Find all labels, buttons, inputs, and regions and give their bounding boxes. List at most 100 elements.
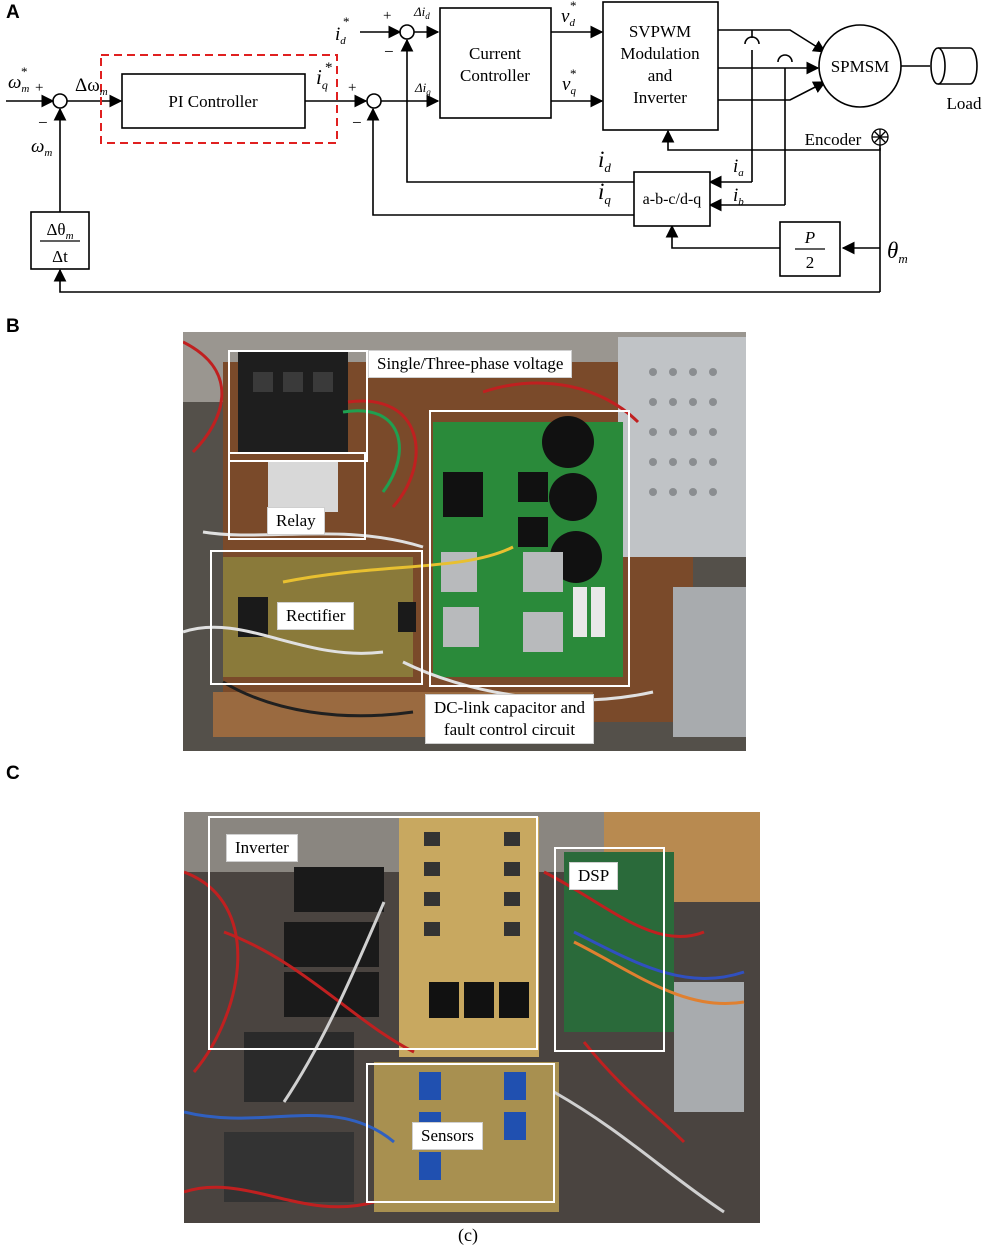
derivative-numerator-sub: m xyxy=(66,230,74,242)
dc-link-label-line2: fault control circuit xyxy=(443,720,576,739)
dc-link-box xyxy=(429,410,630,687)
sum2-minus: − xyxy=(352,113,362,132)
svpwm-label-3: and xyxy=(648,66,673,85)
id-feedback-sub: d xyxy=(604,160,611,175)
spmsm-motor xyxy=(818,24,902,108)
svg-text:Δθm: Δθm xyxy=(46,220,73,242)
svg-text:id: id xyxy=(598,147,611,175)
theta-symbol: θ xyxy=(887,238,898,263)
id-ref-sub: d xyxy=(340,35,346,47)
panel-a-letter: A xyxy=(6,2,20,23)
omega-ref-symbol: ω xyxy=(8,72,21,93)
encoder-label: Encoder xyxy=(805,130,862,149)
svg-text:θm: θm xyxy=(887,238,908,266)
svg-text:ia: ia xyxy=(733,156,744,179)
abc-dq-transform-block xyxy=(633,171,711,227)
rectifier-box xyxy=(210,550,423,685)
delta-omega-sub: m xyxy=(100,86,108,98)
svg-text:Δid: Δid xyxy=(413,4,430,21)
svg-text:ωm: ωm xyxy=(31,136,52,159)
ib-sub: b xyxy=(738,196,744,208)
control-block-diagram: PI Controller Current Controller SVPWM M… xyxy=(6,0,982,293)
delta-iq-symbol: Δi xyxy=(414,80,427,95)
vq-sub: q xyxy=(570,85,576,97)
figure-caption: (c) xyxy=(458,1225,478,1245)
svg-text:Δiq: Δiq xyxy=(414,80,431,97)
current-controller-label-2: Controller xyxy=(460,66,530,85)
id-sum-junction xyxy=(399,24,415,40)
svg-text:vq: vq xyxy=(562,74,576,97)
delta-id-sub: d xyxy=(425,11,430,21)
spmsm-label: SPMSM xyxy=(831,57,890,76)
svg-text:vd: vd xyxy=(561,6,575,29)
derivative-denominator: Δt xyxy=(52,247,68,266)
svpwm-label-1: SVPWM xyxy=(629,22,691,41)
iq-ref-symbol: i xyxy=(316,65,322,89)
id-feedback-symbol: i xyxy=(598,147,604,172)
dc-link-label: DC-link capacitor and fault control circ… xyxy=(425,694,595,744)
panel-b-letter: B xyxy=(6,316,20,337)
svpwm-block xyxy=(602,1,719,131)
pi-controller-label: PI Controller xyxy=(168,92,258,111)
iq-sum-junction xyxy=(366,93,382,109)
iq-ref-star: * xyxy=(325,60,333,76)
delta-omega-symbol: Δω xyxy=(75,75,100,96)
load-cylinder xyxy=(930,47,978,85)
derivative-numerator: Δθ xyxy=(46,220,65,239)
omega-fb-symbol: ω xyxy=(31,136,44,157)
sum3-plus: + xyxy=(383,8,391,24)
breaker-box xyxy=(228,350,368,462)
speed-sum-junction xyxy=(52,93,68,109)
power-stage-photo: Single/Three-phase voltage Relay Rectifi… xyxy=(183,332,746,751)
load-label: Load xyxy=(947,94,982,113)
voltage-label: Single/Three-phase voltage xyxy=(368,350,573,378)
sum1-minus: − xyxy=(38,113,48,132)
vq-symbol: v xyxy=(562,74,571,95)
svg-text:iq: iq xyxy=(598,179,611,207)
pi-highlight-dashed-box xyxy=(100,54,338,144)
relay-box xyxy=(228,452,366,540)
rectifier-label: Rectifier xyxy=(277,602,355,630)
pi-controller-block xyxy=(121,73,306,129)
sensors-box xyxy=(366,1063,555,1203)
vd-symbol: v xyxy=(561,6,570,27)
inverter-label: Inverter xyxy=(226,834,298,862)
vd-star: * xyxy=(570,0,577,13)
svg-text:ib: ib xyxy=(733,185,744,208)
transform-label: a-b-c/d-q xyxy=(643,191,702,208)
encoder-icon xyxy=(871,128,889,146)
dsp-label: DSP xyxy=(569,862,619,890)
omega-fb-sub: m xyxy=(44,147,52,159)
id-ref-star: * xyxy=(343,14,350,29)
svg-text:iq: iq xyxy=(316,65,328,92)
svg-text:Δωm: Δωm xyxy=(75,75,108,98)
ia-sub: a xyxy=(738,167,744,179)
svg-text:id: id xyxy=(335,24,346,47)
relay-label: Relay xyxy=(267,507,325,535)
delta-id-symbol: Δi xyxy=(413,4,426,19)
delta-iq-sub: q xyxy=(426,87,431,97)
current-controller-label-1: Current xyxy=(469,44,521,63)
svg-text:ωm: ωm xyxy=(8,72,29,95)
sum1-plus: + xyxy=(35,80,43,96)
ia-symbol: i xyxy=(733,156,738,177)
current-controller-block xyxy=(439,7,552,119)
sensors-label: Sensors xyxy=(412,1122,483,1150)
inverter-dsp-photo: Inverter DSP Sensors xyxy=(184,812,760,1223)
ib-symbol: i xyxy=(733,185,738,206)
dc-link-label-line1: DC-link capacitor and xyxy=(434,698,586,717)
panel-c-letter: C xyxy=(6,763,20,784)
iq-feedback-symbol: i xyxy=(598,179,604,204)
svpwm-label-4: Inverter xyxy=(633,88,687,107)
svpwm-label-2: Modulation xyxy=(620,44,700,63)
iq-feedback-sub: q xyxy=(604,192,611,207)
pole-numerator: P xyxy=(804,228,815,247)
id-ref-symbol: i xyxy=(335,24,340,45)
dsp-box xyxy=(554,847,665,1052)
omega-ref-star: * xyxy=(21,64,28,79)
sum3-minus: − xyxy=(384,42,394,61)
vq-star: * xyxy=(570,66,577,81)
inverter-box xyxy=(208,816,538,1050)
pole-denominator: 2 xyxy=(806,253,815,272)
omega-ref-sub: m xyxy=(21,83,29,95)
